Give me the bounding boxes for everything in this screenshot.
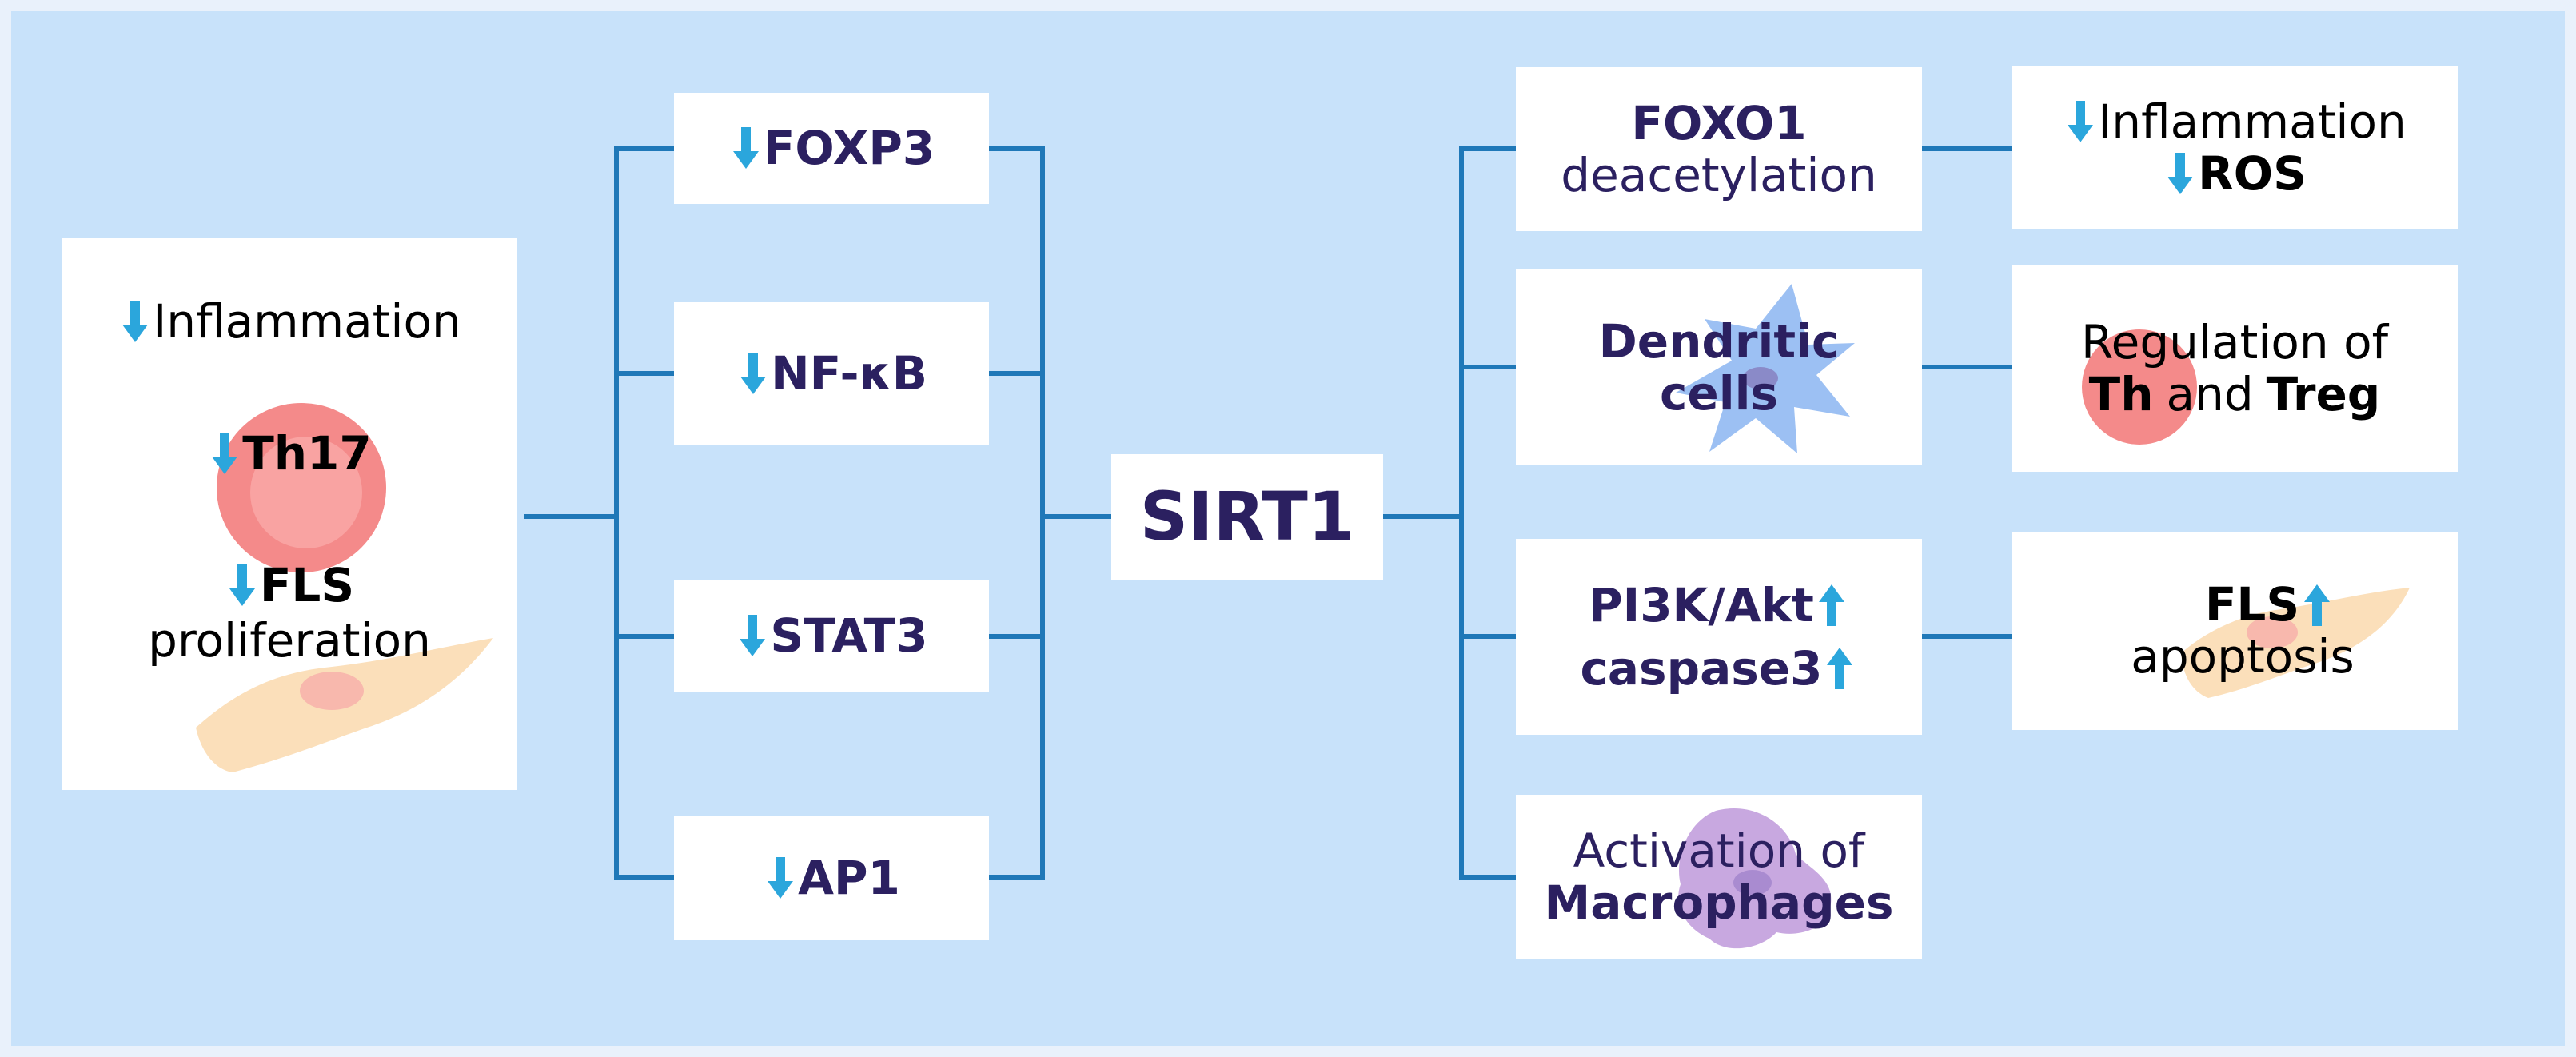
fibroblast-cell-icon: [2181, 588, 2410, 698]
sirt1-node: SIRT1: [1111, 454, 1383, 580]
down-arrow-icon: [740, 615, 766, 657]
proliferation-label: proliferation: [148, 612, 431, 668]
ap1-node: AP1: [674, 816, 989, 940]
and-label: and: [2166, 367, 2254, 421]
fibroblast-nucleus-icon: [300, 672, 364, 710]
up-arrow-icon: [1827, 647, 1853, 689]
fls-apoptosis-node: FLS apoptosis: [2012, 532, 2458, 730]
down-arrow-icon: [2167, 152, 2194, 194]
th17-label: Th17: [242, 425, 372, 481]
foxo1-node: FOXO1 deacetylation: [1516, 67, 1922, 231]
ros-label: ROS: [2198, 146, 2307, 201]
cells-label: cells: [1659, 365, 1778, 421]
ap1-label: AP1: [798, 850, 900, 905]
macrophage-nucleus-icon: [1733, 870, 1772, 895]
up-arrow-icon: [1818, 584, 1844, 627]
th-treg-regulation-node: Regulation of Th and Treg: [2012, 265, 2458, 472]
stat3-label: STAT3: [770, 608, 928, 664]
dendritic-cells-node: Dendritic cells: [1516, 269, 1922, 465]
down-arrow-icon: [229, 564, 255, 607]
connector-lines: [524, 146, 2012, 880]
stat3-node: STAT3: [674, 580, 989, 692]
dendritic-nucleus-icon: [1743, 367, 1778, 389]
regulation-of-label: Regulation of: [2080, 315, 2389, 370]
macrophages-label: Macrophages: [1544, 875, 1894, 930]
inflammation-outcome-label: Inflammation: [2098, 94, 2407, 149]
down-arrow-icon: [740, 353, 767, 395]
down-arrow-icon: [2068, 101, 2094, 143]
up-arrow-icon: [2304, 584, 2331, 626]
foxp3-label: FOXP3: [763, 121, 935, 176]
red-blood-cell-icon: [217, 403, 386, 572]
nfkb-node: NF-κB: [674, 302, 989, 445]
inflammation-label: Inflammation: [153, 294, 461, 349]
dendritic-label: Dendritic: [1598, 313, 1840, 369]
down-arrow-icon: [212, 433, 238, 475]
t-cell-icon: [2082, 329, 2197, 445]
down-arrow-icon: [732, 127, 759, 170]
pi3k-akt-label: PI3K/Akt: [1589, 577, 1814, 632]
left-outcomes-box: Inflammation Th17 FLS proliferation: [62, 238, 517, 790]
fls-outcome-label: FLS: [2204, 577, 2300, 632]
treg-label: Treg: [2266, 367, 2381, 421]
sirt1-label: SIRT1: [1139, 477, 1355, 556]
deacetylation-label: deacetylation: [1561, 147, 1877, 202]
down-arrow-icon: [768, 856, 794, 899]
down-arrow-icon: [122, 301, 149, 343]
fibroblast-nucleus-icon: [2247, 616, 2298, 648]
th-label: Th: [2088, 367, 2154, 421]
caspase3-label: caspase3: [1580, 640, 1823, 696]
apoptosis-label: apoptosis: [2131, 629, 2355, 684]
activation-of-label: Activation of: [1573, 823, 1865, 878]
pi3k-caspase-node: PI3K/Akt caspase3: [1516, 539, 1922, 735]
foxp3-node: FOXP3: [674, 93, 989, 204]
foxo1-label: FOXO1: [1631, 95, 1807, 150]
inflammation-ros-node: Inflammation ROS: [2012, 66, 2458, 229]
fls-label: FLS: [259, 557, 355, 612]
nfkb-label: NF-κB: [771, 346, 927, 401]
macrophages-node: Activation of Macrophages: [1516, 795, 1922, 959]
diagram-panel: SIRT1 FOXP3 NF-κB STAT3 AP1: [11, 11, 2565, 1046]
